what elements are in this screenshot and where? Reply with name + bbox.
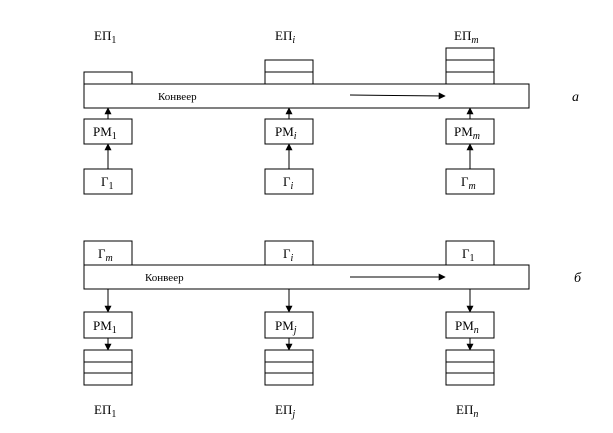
- storage-b-n-stack: [445, 349, 495, 386]
- storage-a-i-label: ЕПi: [275, 28, 295, 46]
- diagram-b: Гm Гi Г1 Конвеер б РМ1 РМj РМn: [83, 240, 582, 420]
- storage-b-1-stack: [83, 349, 133, 386]
- storage-b-j-stack: [264, 349, 314, 386]
- generator-b-1: [445, 240, 495, 266]
- conveyor-a-label: Конвеер: [158, 91, 197, 103]
- conveyor-b: [83, 264, 530, 290]
- generator-a-i-label: Гi: [283, 174, 294, 192]
- generator-b-i: [264, 240, 314, 266]
- workplace-b-1-label: РМ1: [93, 318, 117, 336]
- diagram-a: Конвеер a ЕП1 ЕПi ЕПm РМ1 РМi РМm: [83, 28, 579, 195]
- generator-b-m-label: Гm: [98, 246, 113, 264]
- generator-a-i: [264, 168, 314, 195]
- workplace-b-n: [445, 311, 495, 339]
- workplace-b-j-label: РМj: [275, 318, 297, 336]
- conveyor-a-direction-arrow: [349, 92, 446, 100]
- conveyor-a: [83, 83, 530, 109]
- storage-b-n-label: ЕПn: [456, 402, 478, 420]
- generator-a-m-label: Гm: [461, 174, 476, 192]
- workplace-a-1-label: РМ1: [93, 124, 117, 142]
- storage-b-j-label: ЕПj: [275, 402, 295, 420]
- workplace-a-m: [445, 118, 495, 145]
- storage-a-i-stack: [264, 59, 314, 85]
- diagram-b-tag: б: [574, 271, 582, 286]
- storage-a-m-label: ЕПm: [454, 28, 479, 46]
- storage-a-m-stack: [445, 47, 495, 85]
- storage-a-1-stack: [83, 71, 133, 85]
- generator-b-i-label: Гi: [283, 246, 294, 264]
- workplace-a-m-label: РМm: [454, 124, 480, 142]
- workplace-b-n-label: РМn: [455, 318, 479, 336]
- generator-b-1-label: Г1: [462, 246, 475, 264]
- generator-a-1: [83, 168, 133, 195]
- generator-a-1-label: Г1: [101, 174, 114, 192]
- storage-a-1-label: ЕП1: [94, 28, 116, 46]
- generator-a-m: [445, 168, 495, 195]
- conveyor-b-label: Конвеер: [145, 272, 184, 284]
- workplace-a-i-label: РМi: [275, 124, 297, 142]
- diagram-a-tag: a: [572, 90, 579, 105]
- workplace-b-j: [264, 311, 314, 339]
- storage-b-1-label: ЕП1: [94, 402, 116, 420]
